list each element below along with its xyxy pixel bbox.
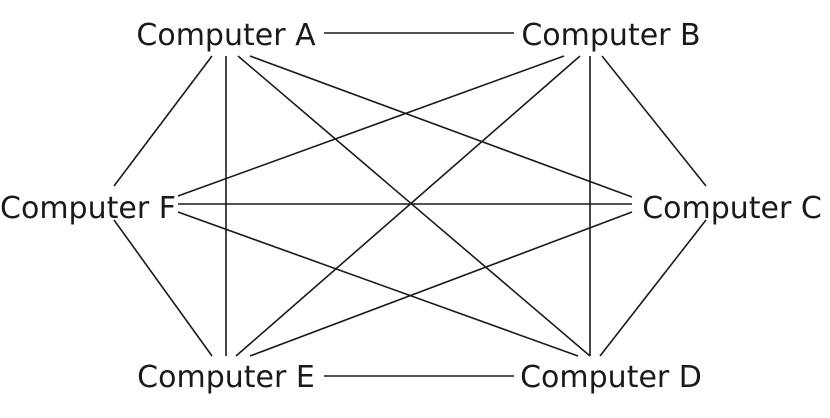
node-computer-a: Computer A xyxy=(136,18,316,53)
node-computer-d: Computer D xyxy=(520,360,702,395)
edge-a-c xyxy=(249,55,633,198)
node-computer-c: Computer C xyxy=(642,191,822,226)
edge-b-c xyxy=(601,55,707,187)
node-computer-b: Computer B xyxy=(521,18,700,53)
node-computer-f: Computer F xyxy=(0,191,176,226)
edge-b-f xyxy=(177,55,565,197)
node-computer-e: Computer E xyxy=(137,360,315,395)
edge-a-d xyxy=(237,55,591,357)
edge-c-d xyxy=(599,219,707,357)
edge-e-f xyxy=(113,219,213,357)
connection-lines xyxy=(113,32,707,377)
edge-d-f xyxy=(177,211,579,357)
edge-c-e xyxy=(249,211,633,357)
edge-a-f xyxy=(113,55,213,187)
edge-b-e xyxy=(235,55,581,357)
